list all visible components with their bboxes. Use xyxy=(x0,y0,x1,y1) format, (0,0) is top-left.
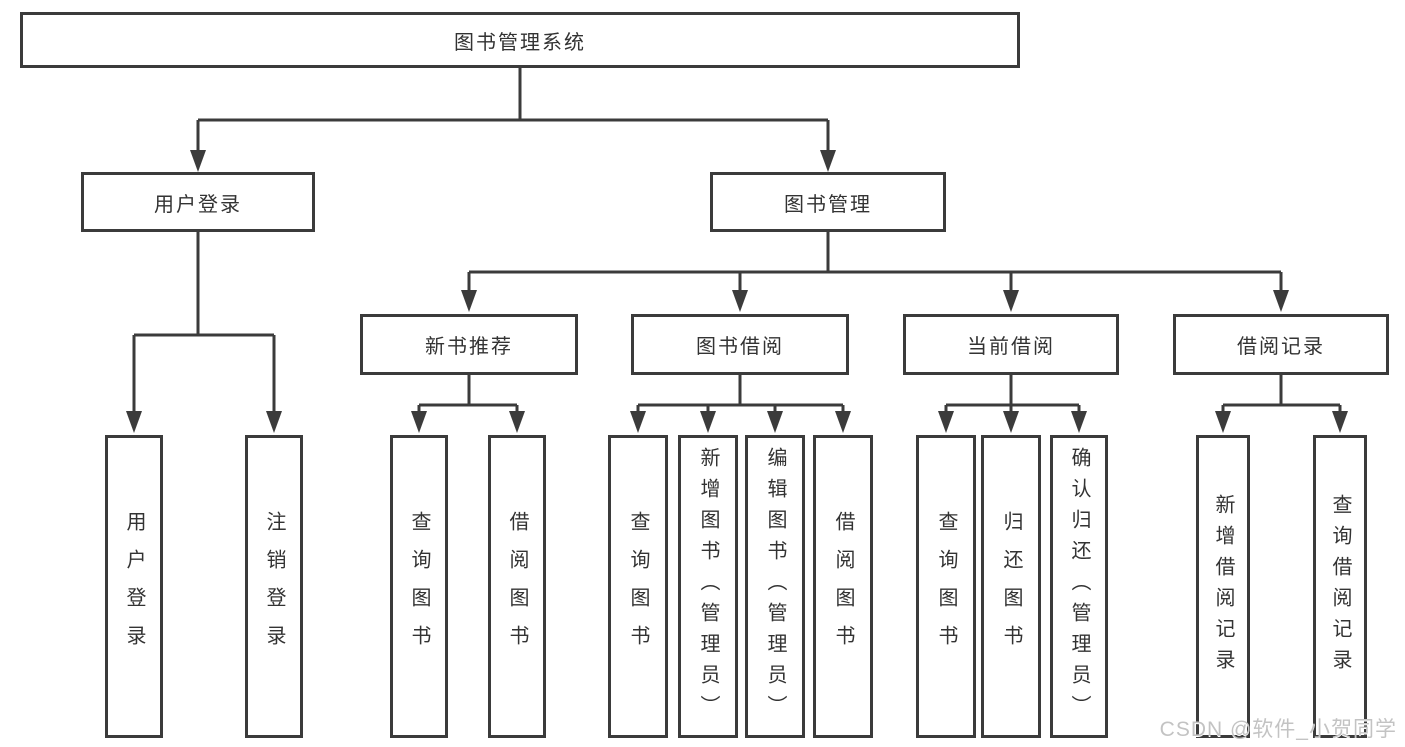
node-leaf-user-login: 用户登录 xyxy=(105,435,163,738)
node-leaf-query-books-1: 查询图书 xyxy=(390,435,448,738)
node-leaf-borrow-books-2: 借阅图书 xyxy=(813,435,873,738)
node-leaf-query-books-2: 查询图书 xyxy=(608,435,668,738)
node-leaf-return-books: 归还图书 xyxy=(981,435,1041,738)
node-leaf-logout: 注销登录 xyxy=(245,435,303,738)
node-new-book-recommend: 新书推荐 xyxy=(360,314,578,375)
node-leaf-confirm-return-admin: 确认归还（管理员） xyxy=(1050,435,1108,738)
node-book-borrow: 图书借阅 xyxy=(631,314,849,375)
node-borrow-records: 借阅记录 xyxy=(1173,314,1389,375)
node-book-management-branch: 图书管理 xyxy=(710,172,946,232)
node-current-borrow: 当前借阅 xyxy=(903,314,1119,375)
node-leaf-edit-books-admin: 编辑图书（管理员） xyxy=(745,435,805,738)
csdn-watermark: CSDN @软件_小贺同学 xyxy=(1159,718,1397,741)
node-user-login-branch: 用户登录 xyxy=(81,172,315,232)
node-root-library-system: 图书管理系统 xyxy=(20,12,1020,68)
node-leaf-query-books-3: 查询图书 xyxy=(916,435,976,738)
node-leaf-add-books-admin: 新增图书（管理员） xyxy=(678,435,738,738)
node-leaf-add-borrow-record: 新增借阅记录 xyxy=(1196,435,1250,738)
connector-lines xyxy=(132,68,1342,415)
arrowheads xyxy=(126,150,1348,433)
node-leaf-borrow-books-1: 借阅图书 xyxy=(488,435,546,738)
node-leaf-query-borrow-record: 查询借阅记录 xyxy=(1313,435,1367,738)
